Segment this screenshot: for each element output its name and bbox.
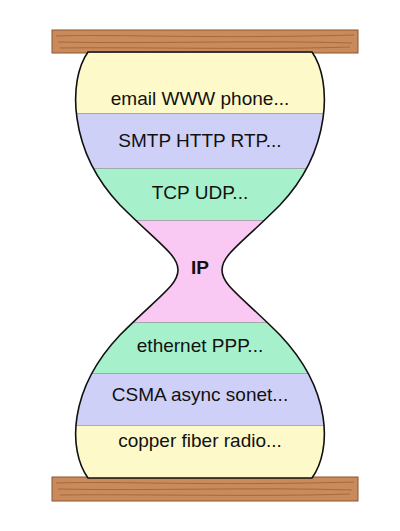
band-divider xyxy=(0,220,400,221)
layer-band: IP xyxy=(0,220,400,322)
band-divider xyxy=(0,425,400,426)
layer-band: TCP UDP... xyxy=(0,168,400,220)
wood-grain xyxy=(56,482,354,495)
layer-label: copper fiber radio... xyxy=(0,430,400,452)
top-bar xyxy=(52,30,358,53)
layer-band: CSMA async sonet... xyxy=(0,373,400,425)
wood-grain xyxy=(56,35,354,48)
bottom-bar xyxy=(52,477,358,501)
band-divider xyxy=(0,52,400,53)
layer-label: CSMA async sonet... xyxy=(0,384,400,406)
layer-band: email WWW phone... xyxy=(0,52,400,113)
band-divider xyxy=(0,168,400,169)
layer-label: email WWW phone... xyxy=(0,88,400,110)
layer-band: SMTP HTTP RTP... xyxy=(0,113,400,168)
layer-label: ethernet PPP... xyxy=(0,335,400,357)
layer-band: ethernet PPP... xyxy=(0,322,400,373)
layer-label: TCP UDP... xyxy=(0,182,400,204)
layer-label: SMTP HTTP RTP... xyxy=(0,130,400,152)
band-divider xyxy=(0,373,400,374)
band-divider xyxy=(0,113,400,114)
layer-band: copper fiber radio... xyxy=(0,425,400,478)
layer-label: IP xyxy=(0,257,400,279)
band-divider xyxy=(0,322,400,323)
